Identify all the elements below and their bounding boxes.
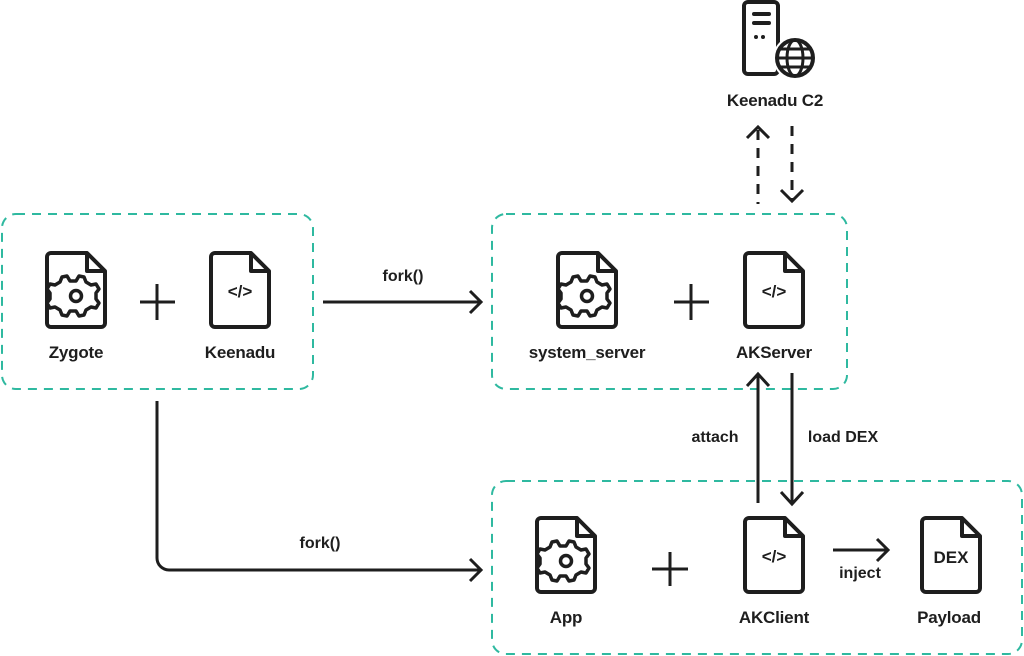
edge-label-load-dex: load DEX xyxy=(807,429,879,446)
node-label-app: App xyxy=(549,608,583,627)
dex-glyph: DEX xyxy=(934,548,970,567)
payload-dex-document-icon: DEX xyxy=(920,516,982,594)
plus-icon xyxy=(652,552,688,586)
system-server-gear-document-icon xyxy=(556,251,618,329)
c2-downlink-arrow xyxy=(779,126,805,204)
load-dex-arrow xyxy=(779,373,805,507)
edge-label-inject: inject xyxy=(839,565,881,582)
node-label-c2: Keenadu C2 xyxy=(726,91,824,110)
akserver-code-document-icon: </> xyxy=(743,251,805,329)
code-glyph: </> xyxy=(228,282,253,301)
c2-uplink-arrow xyxy=(745,124,771,204)
keenadu-code-document-icon: </> xyxy=(209,251,271,329)
node-label-akserver: AKServer xyxy=(736,343,812,362)
node-label-keenadu: Keenadu xyxy=(204,343,276,362)
app-gear-document-icon xyxy=(535,516,597,594)
plus-icon xyxy=(140,284,175,320)
fork-arrow-system-server xyxy=(323,289,484,315)
inject-arrow xyxy=(833,537,891,563)
node-label-zygote: Zygote xyxy=(48,343,104,362)
attach-arrow xyxy=(745,371,771,503)
akclient-code-document-icon: </> xyxy=(743,516,805,594)
group-app xyxy=(491,480,1023,655)
group-zygote xyxy=(1,213,314,390)
edge-label-fork-app: fork() xyxy=(299,535,341,552)
zygote-gear-document-icon xyxy=(45,251,107,329)
fork-arrow-app xyxy=(155,401,484,583)
node-label-payload: Payload xyxy=(917,608,981,627)
group-system-server xyxy=(491,213,848,390)
server-globe-icon xyxy=(742,0,817,80)
plus-icon xyxy=(674,284,709,320)
code-glyph: </> xyxy=(762,282,787,301)
node-label-system-server: system_server xyxy=(528,343,646,362)
node-label-akclient: AKClient xyxy=(738,608,810,627)
code-glyph: </> xyxy=(762,547,787,566)
edge-label-attach: attach xyxy=(691,429,739,446)
edge-label-fork-system-server: fork() xyxy=(382,268,424,285)
